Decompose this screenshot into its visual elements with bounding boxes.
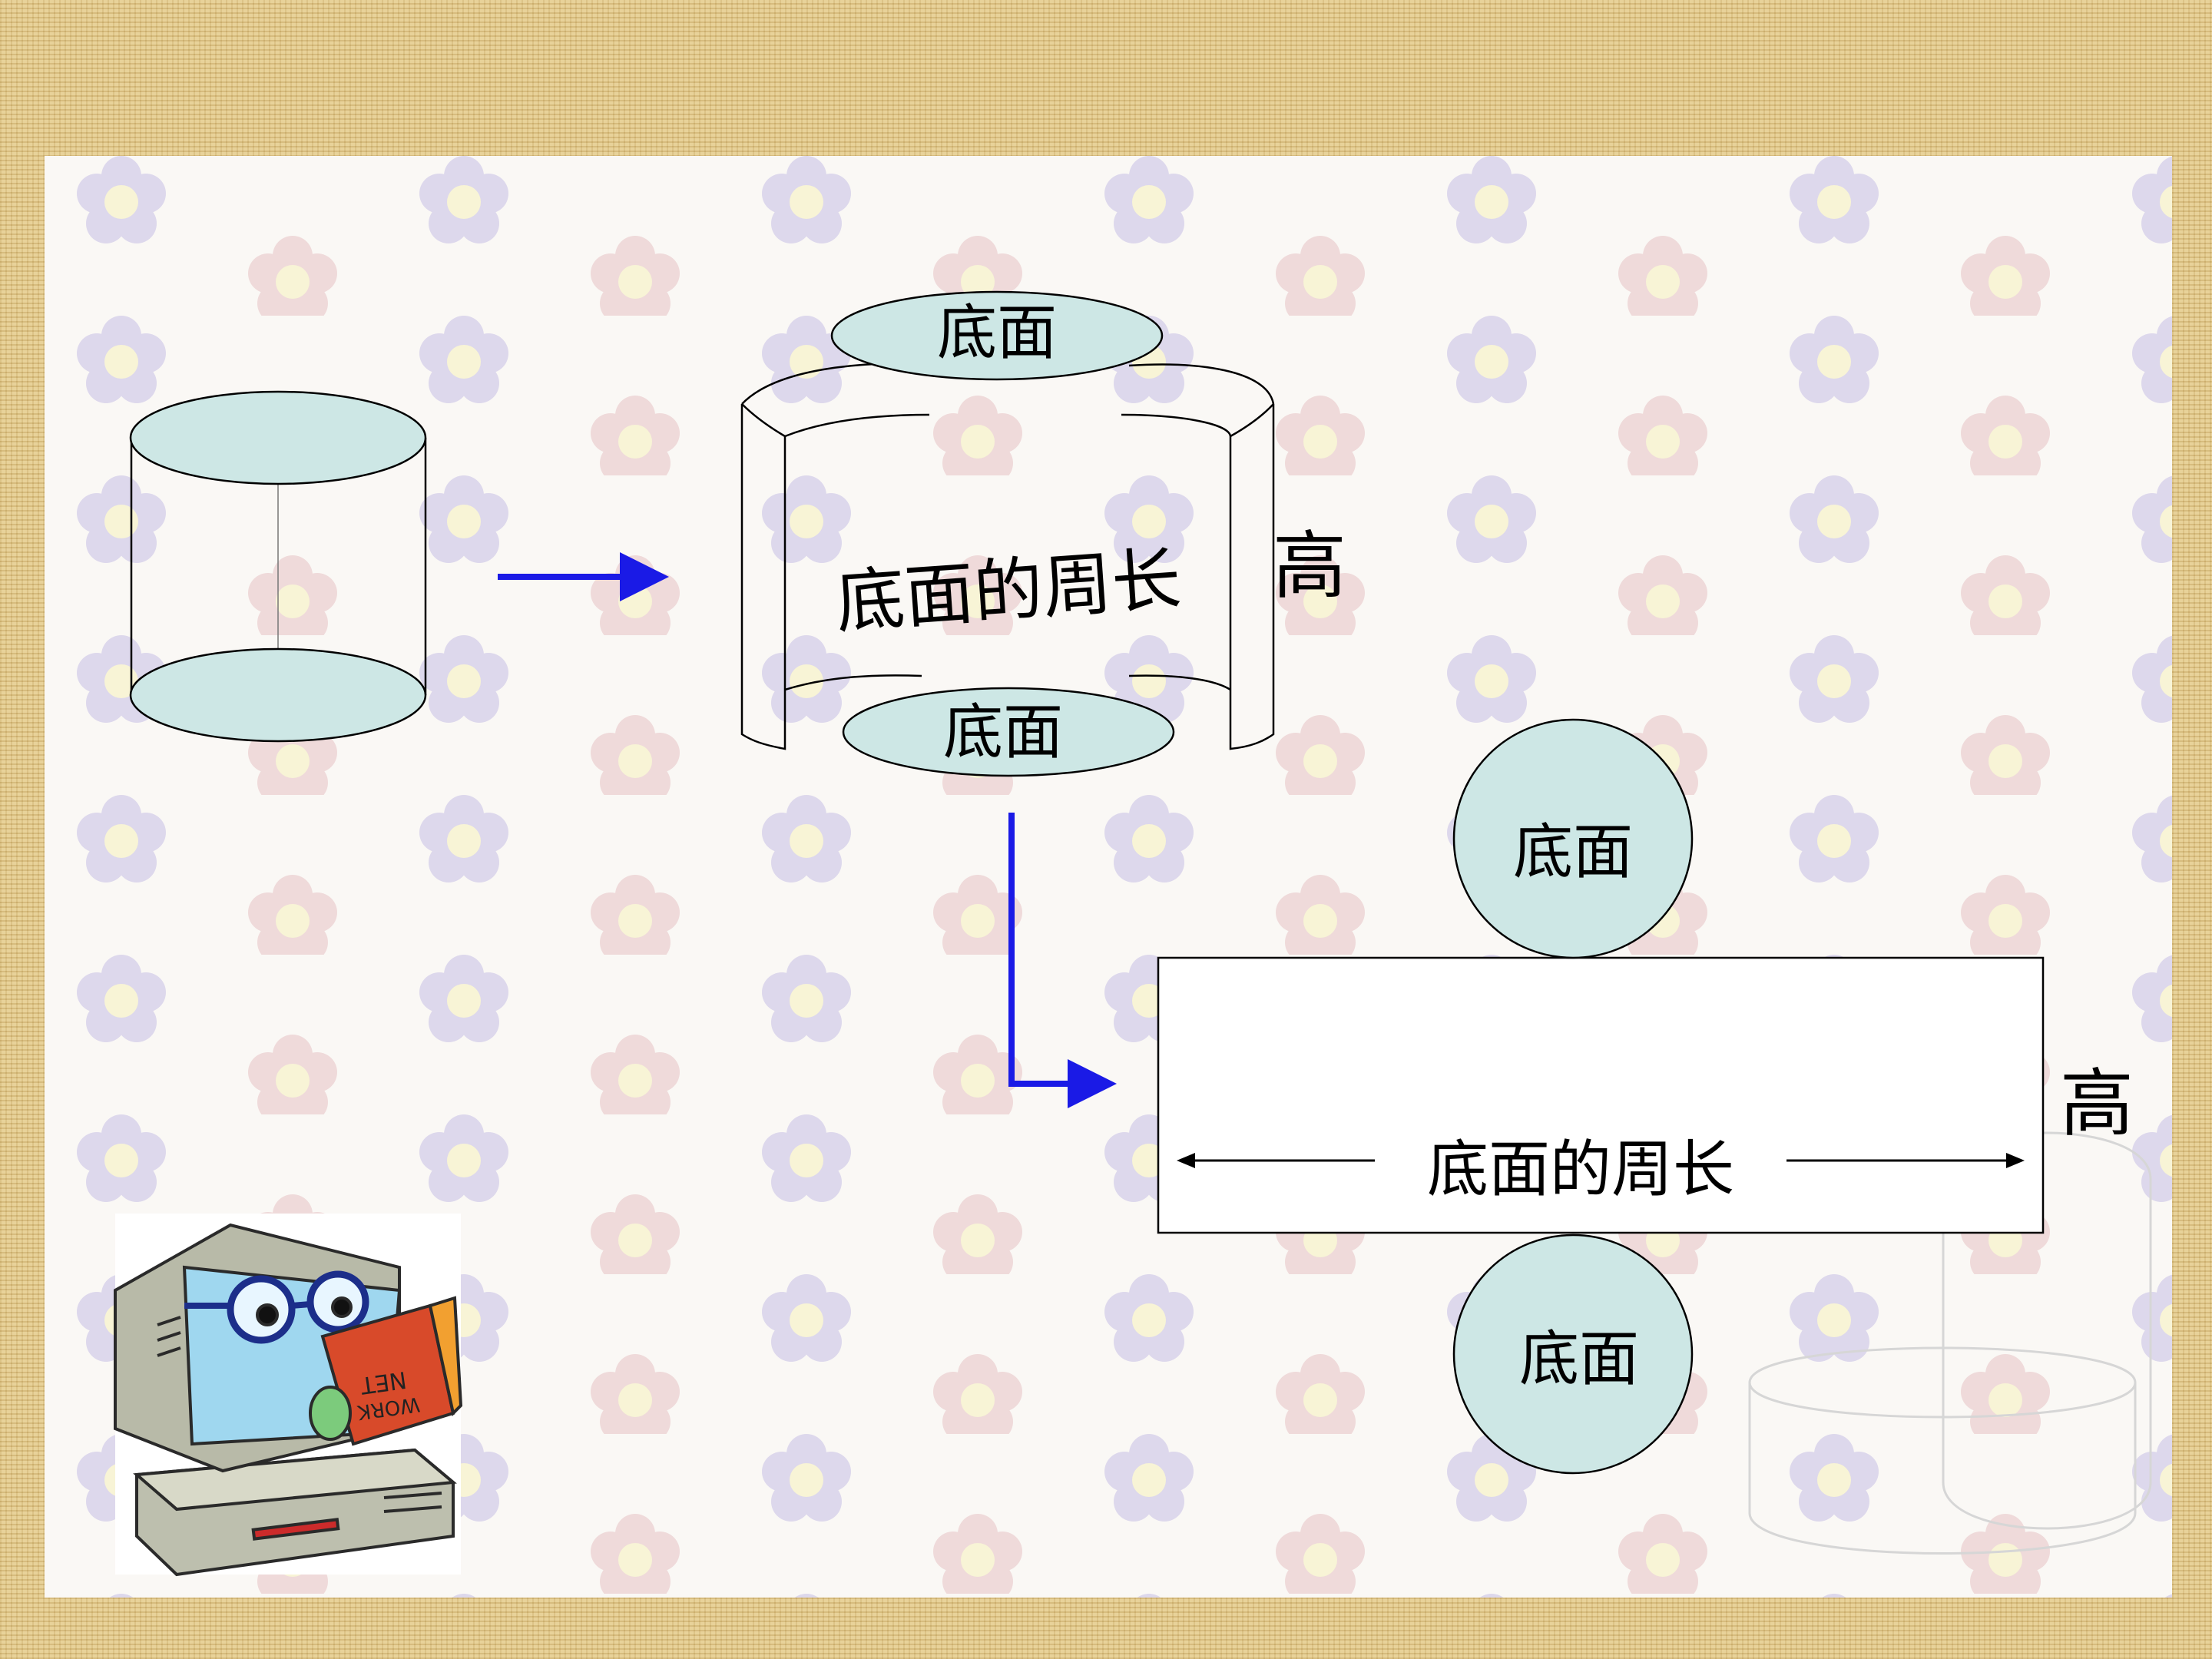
lateral-left-flap bbox=[740, 403, 786, 750]
net-bottom-base-circle bbox=[1452, 1233, 1694, 1475]
top-base-ellipse bbox=[830, 290, 1164, 381]
net-lateral-rectangle bbox=[1157, 956, 2045, 1234]
bottom-base-ellipse bbox=[842, 687, 1175, 777]
net-height-label: 高 bbox=[2060, 1061, 2134, 1147]
lateral-top-inner-arc bbox=[784, 413, 1232, 438]
circumference-arrowhead-left bbox=[1177, 1153, 1195, 1168]
closed-cylinder bbox=[129, 390, 427, 743]
net-top-base-circle bbox=[1452, 718, 1694, 959]
lateral-right-flap bbox=[1229, 403, 1275, 750]
computer-reading-book-icon: NET WORK bbox=[114, 1214, 463, 1577]
net-bottom-base-label: 底面 bbox=[1519, 1325, 1639, 1394]
bottom-base-label: 底面 bbox=[943, 698, 1063, 767]
book-text-line1: NET bbox=[359, 1366, 409, 1399]
cylinder-top-ellipse bbox=[129, 390, 427, 485]
lateral-bottom-arc bbox=[784, 674, 1231, 691]
top-base-label: 底面 bbox=[937, 299, 1057, 368]
net-top-base-label: 底面 bbox=[1513, 818, 1633, 887]
lateral-height-label: 高 bbox=[1273, 523, 1346, 609]
cylinder-net bbox=[1157, 718, 2045, 1475]
unrolling-cylinder bbox=[740, 362, 1275, 750]
circumference-arrowhead-right bbox=[2006, 1153, 2025, 1168]
arrow-to-net bbox=[1008, 813, 1117, 1108]
cylinder-bottom-ellipse bbox=[129, 647, 427, 743]
net-circumference-label: 底面的周长 bbox=[1427, 1134, 1734, 1205]
